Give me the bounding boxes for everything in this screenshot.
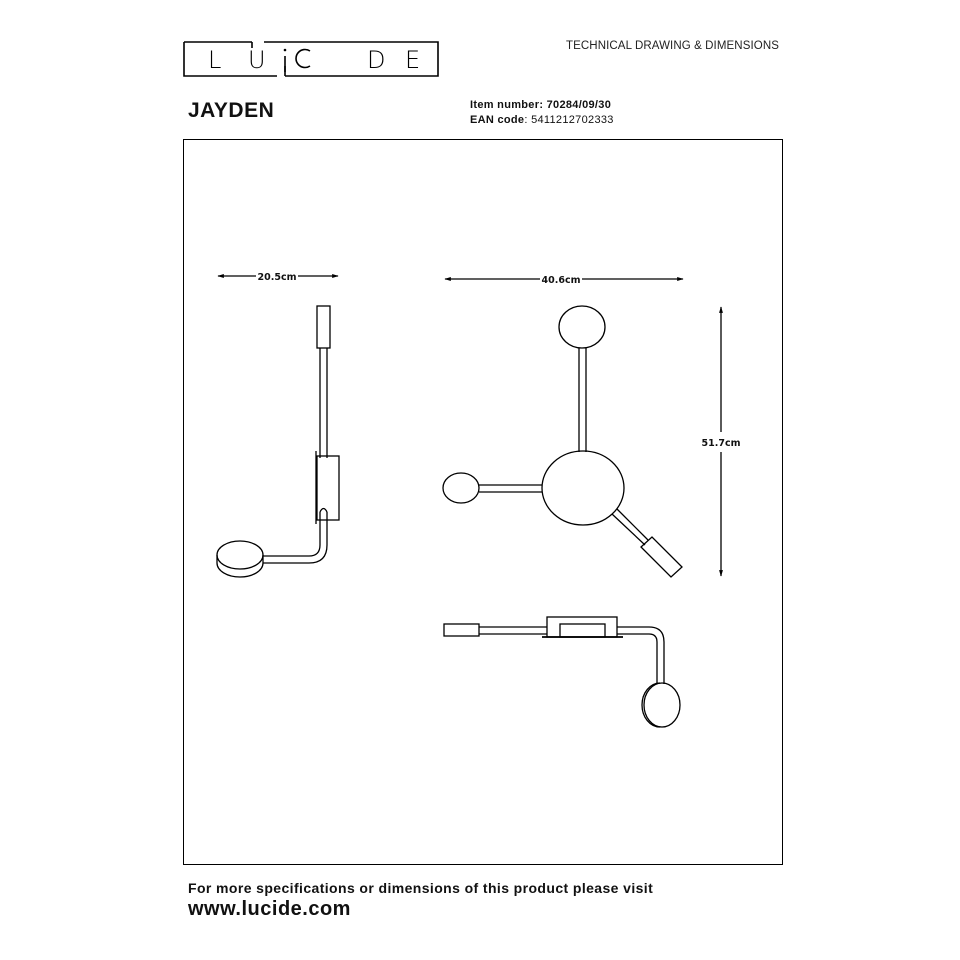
logo-letter-c (295, 48, 311, 69)
item-number-row: Item number: 70284/09/30 (470, 99, 612, 111)
ean-row: EAN code: 5411212702333 (470, 114, 614, 126)
item-number-label: Item number (470, 99, 540, 111)
website-link[interactable]: www.lucide.com (188, 898, 351, 920)
ean-value: 5411212702333 (531, 114, 614, 126)
dimension-label-width-front: 40.6cm (542, 275, 581, 286)
drawing-frame (183, 139, 783, 865)
logo-letter-u: U (248, 46, 266, 74)
lucide-logo: L U D E (183, 41, 439, 77)
logo-letter-e: E (405, 46, 420, 74)
dimension-label-height-front: 51.7cm (702, 438, 741, 449)
top-view (443, 616, 681, 728)
product-name: JAYDEN (188, 99, 275, 122)
logo-letter-d: D (367, 46, 385, 74)
footer-note: For more specifications or dimensions of… (188, 880, 654, 896)
front-view: 40.6cm 51.7cm (442, 275, 741, 578)
item-number-value: 70284/09/30 (546, 99, 612, 111)
logo-letter-l: L (208, 46, 221, 74)
ean-label: EAN code (470, 114, 525, 126)
side-view: 20.5cm (216, 272, 340, 578)
dimension-label-width-side: 20.5cm (258, 272, 297, 283)
document-type: TECHNICAL DRAWING & DIMENSIONS (566, 40, 779, 52)
product-meta: Item number: 70284/09/30 EAN code: 54112… (470, 98, 614, 128)
